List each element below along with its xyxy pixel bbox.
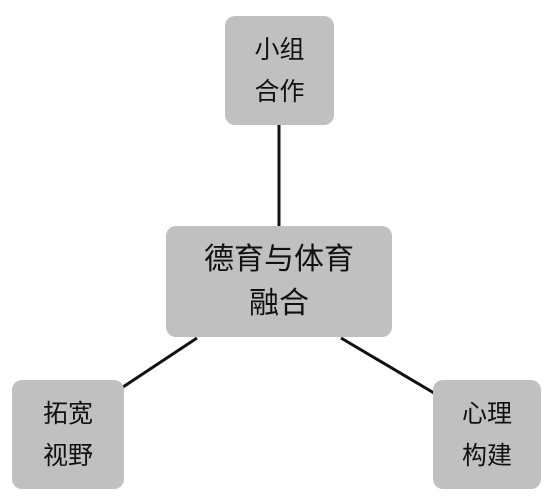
node-psychological-construction-line2: 构建	[461, 440, 512, 470]
connector-left	[122, 336, 198, 389]
node-center-line1: 德育与体育	[204, 241, 354, 277]
node-broaden-horizons-line2: 视野	[42, 440, 93, 470]
node-psychological-construction-line1: 心理	[461, 398, 512, 428]
node-moral-physical-integration: 德育与体育 融合	[166, 226, 392, 337]
node-broaden-horizons-line1: 拓宽	[42, 398, 93, 428]
node-psychological-construction: 心理 构建	[433, 380, 541, 489]
node-broaden-horizons: 拓宽 视野	[12, 380, 124, 489]
node-center-line2: 融合	[249, 285, 309, 321]
node-group-cooperation-line2: 合作	[254, 76, 305, 106]
connector-right	[340, 336, 435, 395]
node-group-cooperation: 小组 合作	[225, 16, 334, 125]
node-group-cooperation-line1: 小组	[254, 34, 305, 64]
